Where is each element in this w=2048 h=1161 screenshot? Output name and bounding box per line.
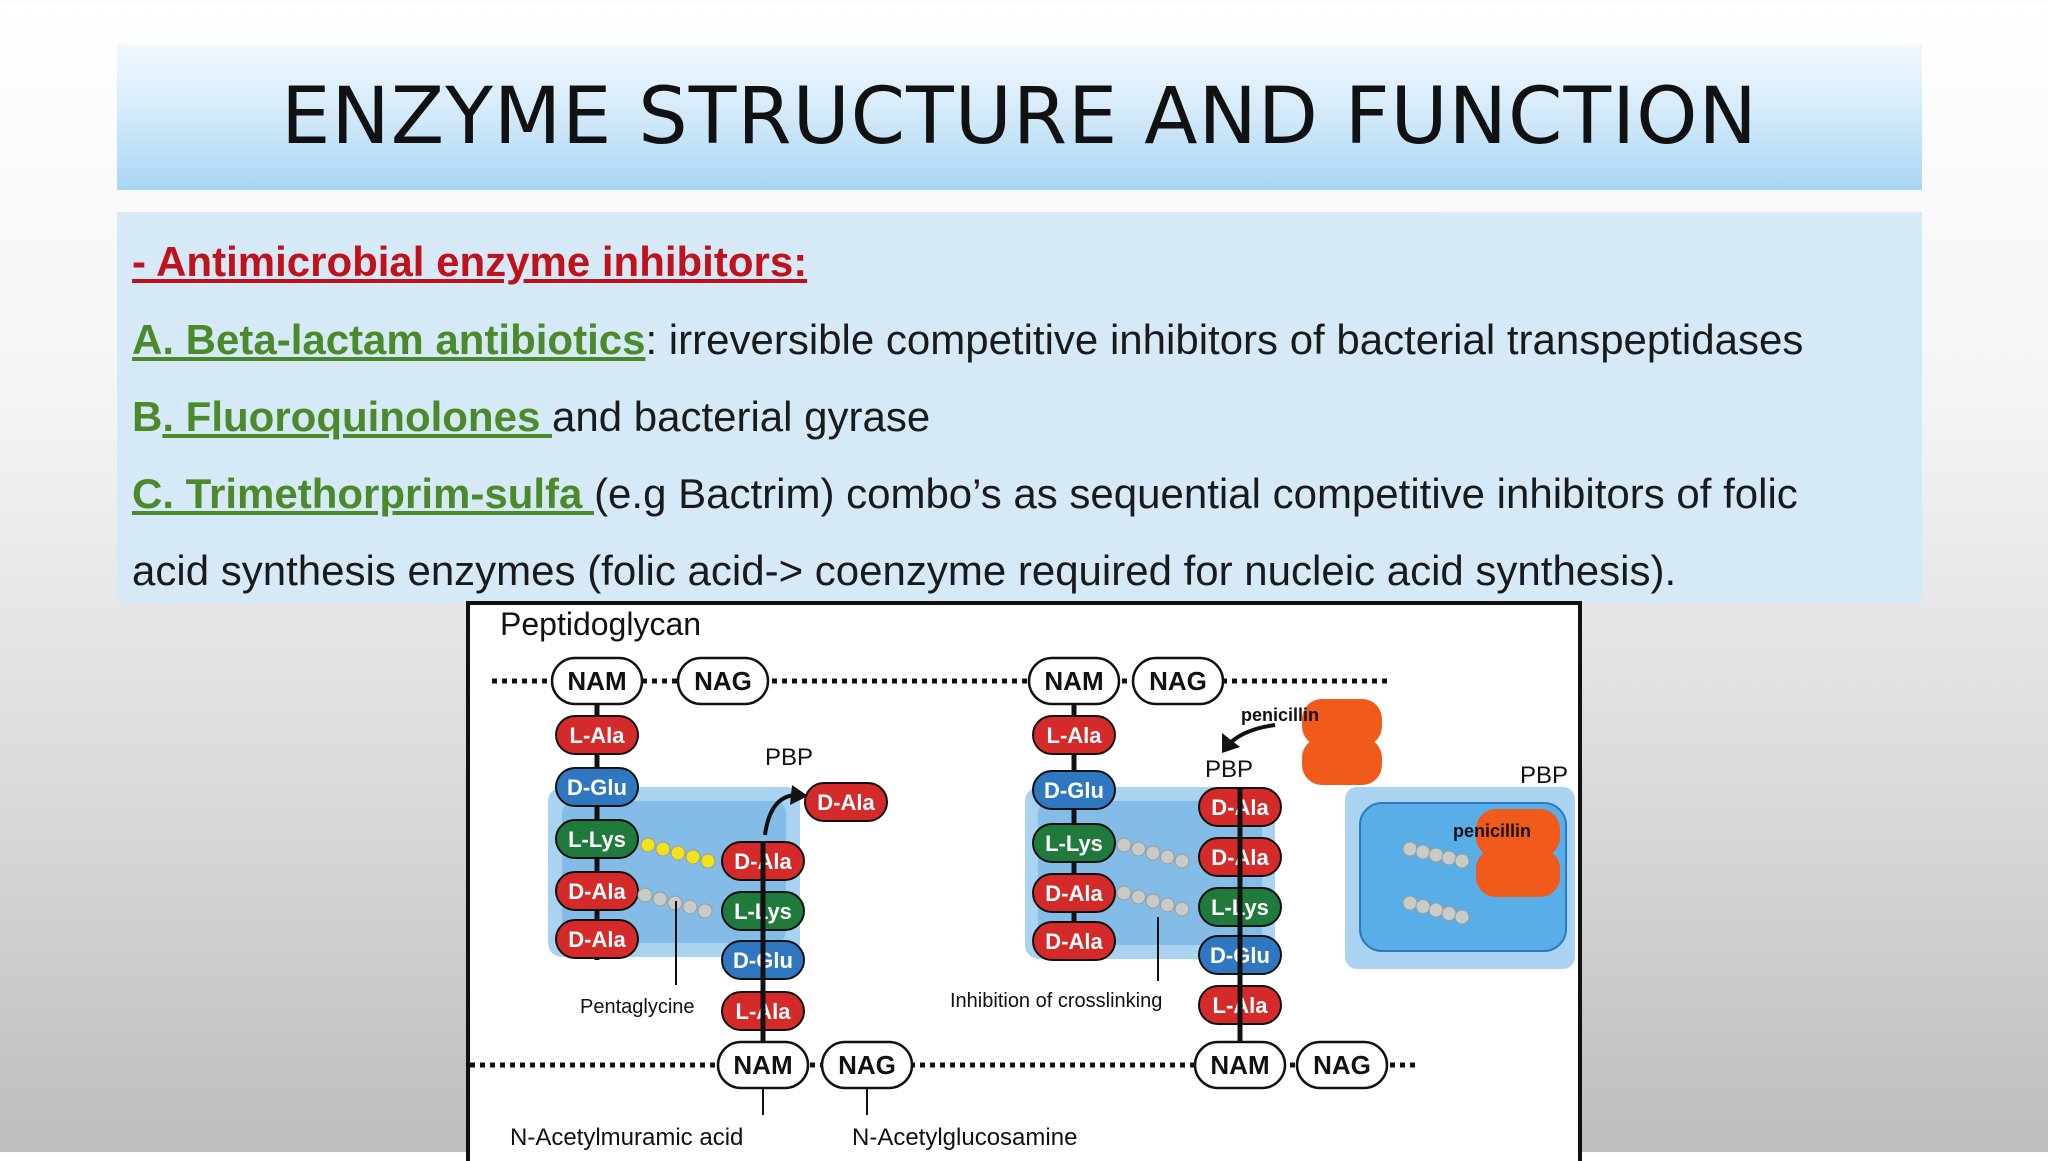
- glycine-bead: [637, 887, 653, 903]
- l-ala-top-2: [1032, 715, 1116, 755]
- glycine-bead: [1145, 893, 1161, 909]
- l-ala-top-1: [555, 715, 639, 755]
- d-ala-top-1b: [555, 919, 639, 959]
- glycine-bead: [1415, 899, 1431, 914]
- glycine-bead: [1441, 850, 1457, 866]
- nag-top-1-label: NAG: [694, 666, 752, 696]
- section-heading: - Antimicrobial enzyme inhibitors:: [132, 238, 808, 285]
- nam-bot-1-label: NAM: [733, 1050, 792, 1080]
- nag-bot-2: [1295, 1040, 1389, 1090]
- penicillin-label-1: penicillin: [1241, 705, 1319, 725]
- pentaglycine-bead: [640, 837, 656, 853]
- glycine-bead: [1116, 837, 1132, 853]
- l-lys-top-1-label: L-Lys: [568, 827, 626, 852]
- nag-top-1: [676, 656, 770, 706]
- heading-line: - Antimicrobial enzyme inhibitors:: [132, 238, 807, 286]
- l-ala-top-2-label: L-Ala: [1047, 723, 1103, 748]
- l-lys-top-2-label: L-Lys: [1045, 831, 1103, 856]
- d-glu-top-2: [1032, 770, 1116, 810]
- nag-full-label: N-Acetylglucosamine: [852, 1124, 1077, 1151]
- nag-bot-2-label: NAG: [1313, 1050, 1371, 1080]
- diagram-title: Peptidoglycan: [500, 606, 701, 642]
- pentaglycine-bead: [685, 849, 701, 865]
- pentaglycine-bead: [655, 841, 671, 857]
- glycine-bead: [652, 891, 668, 907]
- l-lys-top-2: [1032, 823, 1116, 863]
- d-ala-top-2: [1032, 873, 1116, 913]
- glycine-bead: [1454, 909, 1470, 925]
- item-b-label: . Fluoroquinolones: [162, 393, 552, 440]
- pbp-label-1: PBP: [765, 744, 813, 771]
- glycine-bead: [1454, 853, 1470, 869]
- glycine-bead: [1441, 906, 1457, 921]
- item-c-label: C. Trimethorprim-sulfa: [132, 470, 595, 517]
- release-arrowhead-1: [790, 785, 808, 805]
- glycine-bead: [1428, 847, 1444, 863]
- pbp-label-3: PBP: [1520, 762, 1568, 789]
- item-c-continuation: acid synthesis enzymes (folic acid-> coe…: [132, 547, 1676, 595]
- glycine-bead: [1428, 902, 1444, 918]
- penicillin-molecule-1: [1302, 699, 1382, 747]
- glycine-bead: [1145, 845, 1161, 861]
- d-glu-top-1: [555, 767, 639, 807]
- title-bar: ENZYME STRUCTURE AND FUNCTION: [117, 44, 1922, 190]
- d-ala-released-1-label: D-Ala: [817, 790, 875, 815]
- d-ala-top-1: [555, 871, 639, 911]
- nam-top-1-label: NAM: [567, 666, 626, 696]
- glycine-bead: [1116, 885, 1132, 901]
- glycine-bead: [1131, 841, 1146, 857]
- l-ala-top-1-label: L-Ala: [570, 723, 626, 748]
- d-glu-top-2-label: D-Glu: [1044, 778, 1104, 803]
- glycine-bead: [1402, 895, 1418, 911]
- nag-top-2: [1131, 656, 1225, 706]
- glycine-bead: [682, 899, 698, 915]
- glycine-bead: [1174, 853, 1190, 869]
- glycine-bead: [1402, 841, 1418, 857]
- d-ala-top-2-label: D-Ala: [1045, 881, 1103, 906]
- l-lys-top-1: [555, 819, 639, 859]
- pentaglycine-label: Pentaglycine: [580, 996, 695, 1018]
- penicillin-molecule-2: [1476, 809, 1560, 858]
- penicillin-molecule-2-lower: [1476, 848, 1560, 897]
- d-ala-top-1b-label: D-Ala: [568, 927, 626, 952]
- glycine-bead: [1415, 844, 1431, 860]
- item-a: A. Beta-lactam antibiotics: irreversible…: [132, 316, 1803, 364]
- d-ala-released-1: [804, 782, 888, 822]
- item-c-text: (e.g Bactrim) combo’s as sequential comp…: [594, 470, 1798, 517]
- item-a-label: A. Beta-lactam antibiotics: [132, 316, 646, 363]
- d-ala-top-2b-label: D-Ala: [1045, 929, 1103, 954]
- nam-top-2-label: NAM: [1044, 666, 1103, 696]
- binding-arrow: [1228, 723, 1276, 745]
- inhibition-label: Inhibition of crosslinking: [950, 990, 1162, 1012]
- content-box: [117, 212, 1922, 604]
- d-ala-top-2b: [1032, 921, 1116, 961]
- nam-bot-2-label: NAM: [1210, 1050, 1269, 1080]
- pentaglycine-bead: [700, 853, 716, 869]
- penicillin-label-2: penicillin: [1453, 821, 1531, 841]
- glycine-bead: [1160, 849, 1175, 865]
- binding-arrowhead: [1222, 733, 1240, 753]
- item-b: B. Fluoroquinolones and bacterial gyrase: [132, 393, 930, 441]
- nam-bot-2: [1193, 1040, 1287, 1090]
- nag-bot-1-label: NAG: [838, 1050, 896, 1080]
- pentaglycine-bead: [670, 845, 686, 861]
- item-b-prefix: B: [132, 393, 163, 440]
- nag-top-2-label: NAG: [1149, 666, 1207, 696]
- glycine-bead: [1131, 889, 1146, 905]
- item-c: C. Trimethorprim-sulfa (e.g Bactrim) com…: [132, 470, 1798, 518]
- penicillin-molecule-1-lower: [1302, 737, 1382, 785]
- item-b-text: and bacterial gyrase: [551, 393, 931, 440]
- d-ala-top-1-label: D-Ala: [568, 879, 626, 904]
- pbp-label-2: PBP: [1205, 756, 1253, 783]
- glycine-bead: [1174, 901, 1190, 917]
- nam-full-label: N-Acetylmuramic acid: [510, 1124, 743, 1151]
- glycine-bead: [697, 903, 713, 919]
- item-a-text: : irreversible competitive inhibitors of…: [645, 316, 1804, 363]
- continuation-text: acid synthesis enzymes (folic acid-> coe…: [132, 547, 1677, 594]
- d-glu-top-1-label: D-Glu: [567, 775, 627, 800]
- glycine-bead: [1160, 897, 1175, 913]
- slide-title: ENZYME STRUCTURE AND FUNCTION: [281, 72, 1758, 162]
